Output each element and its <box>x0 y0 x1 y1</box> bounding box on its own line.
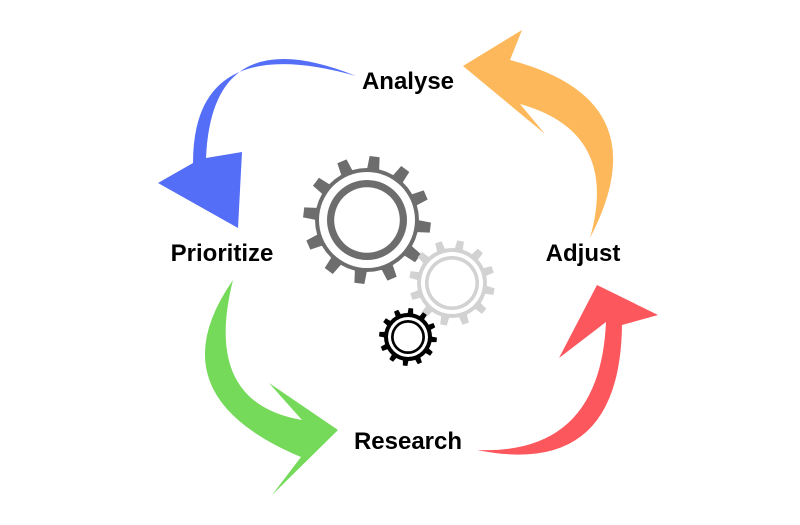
stage-label-adjust: Adjust <box>545 240 621 267</box>
arrow-adjust-to-analyse <box>463 30 614 238</box>
gear-medium-icon <box>409 240 495 326</box>
gear-hole-small <box>393 322 423 352</box>
stage-label-prioritize: Prioritize <box>170 240 274 267</box>
gear-hole-large <box>334 187 400 253</box>
gear-hole-medium <box>428 259 476 307</box>
stage-label-analyse: Analyse <box>361 68 455 95</box>
arrow-prioritize-to-research <box>204 280 338 495</box>
arrow-analyse-to-prioritize <box>158 59 356 228</box>
stage-label-research: Research <box>353 428 463 455</box>
gear-small-icon <box>379 308 437 366</box>
arrow-research-to-adjust <box>477 285 658 455</box>
gear-large-icon <box>303 156 431 284</box>
